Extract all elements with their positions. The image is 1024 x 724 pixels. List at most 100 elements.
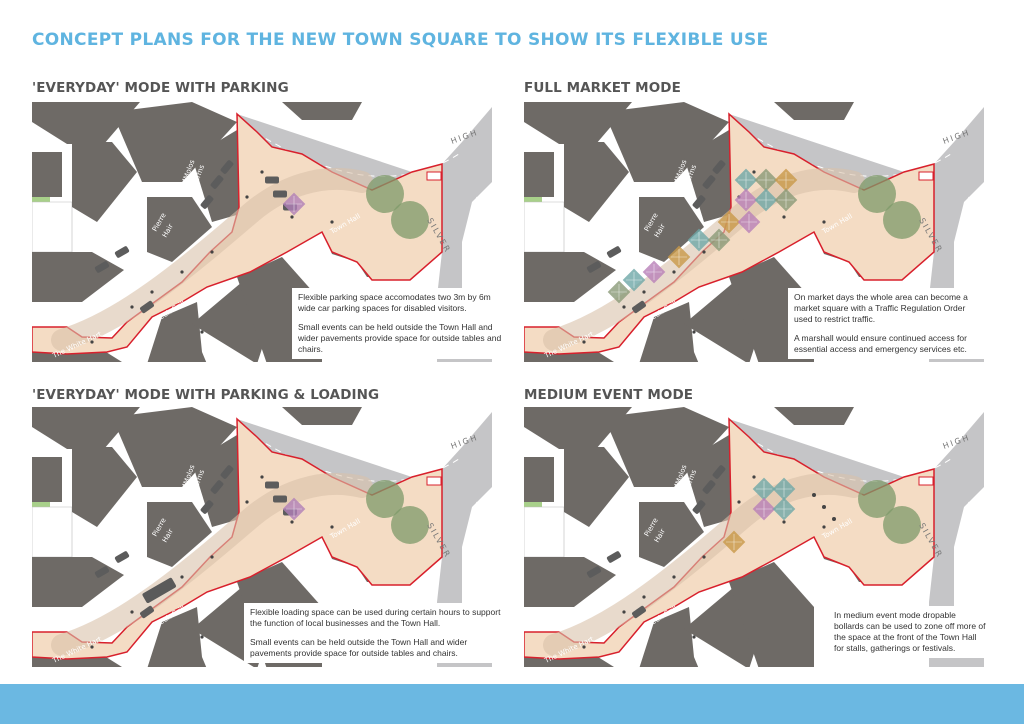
stall-ribs-5 — [778, 192, 794, 208]
car-0 — [210, 480, 224, 494]
building-3 — [112, 407, 237, 487]
white-block-0 — [32, 201, 73, 253]
road-centre-line-east — [464, 501, 478, 623]
stall-ribs-3 — [776, 501, 792, 517]
panel-heading-parking: 'EVERYDAY' MODE WITH PARKING — [32, 80, 289, 96]
building-12 — [774, 407, 854, 425]
pedestrian-1 — [180, 270, 184, 274]
pedestrian-3 — [245, 500, 249, 504]
callout-market-text-2: A marshall would ensure continued access… — [794, 333, 967, 354]
stall-ribs-0 — [756, 481, 772, 497]
callout-parking-text-2: Small events can be held outside the Tow… — [298, 322, 502, 354]
stall-ribs-1 — [758, 172, 774, 188]
pedestrian-1 — [672, 575, 676, 579]
pedestrian-2 — [210, 555, 214, 559]
stall-ribs-7 — [741, 214, 757, 230]
pedestrian-7 — [622, 305, 626, 309]
pedestrian-7 — [130, 610, 134, 614]
car-3 — [114, 551, 130, 563]
panel-heading-market: FULL MARKET MODE — [524, 80, 681, 96]
building-5 — [147, 502, 212, 567]
panel-heading-event: MEDIUM EVENT MODE — [524, 387, 694, 403]
building-12 — [774, 102, 854, 120]
building-12 — [282, 407, 362, 425]
white-block-0 — [524, 506, 565, 558]
car-bay-0 — [265, 176, 279, 184]
white-block-0 — [524, 201, 565, 253]
stall-ribs-p0 — [286, 501, 302, 517]
tree-0 — [366, 175, 404, 213]
stall-ribs-0 — [738, 172, 754, 188]
stall-ribs-6 — [721, 214, 737, 230]
building-5 — [639, 502, 704, 567]
carriageway — [51, 472, 373, 656]
car-0 — [210, 175, 224, 189]
pedestrian-6 — [330, 220, 334, 224]
pedestrian-2 — [210, 250, 214, 254]
pedestrian-5 — [782, 520, 786, 524]
tree-1 — [883, 201, 921, 239]
callout-event-text-1: In medium event mode dropable bollards c… — [834, 610, 986, 653]
building-2 — [564, 142, 629, 222]
pedestrian-2 — [702, 555, 706, 559]
pedestrian-6 — [822, 525, 826, 529]
pedestrian-5 — [782, 215, 786, 219]
stall-ribs-2 — [778, 172, 794, 188]
tree-1 — [883, 506, 921, 544]
footer-bar — [0, 684, 1024, 724]
pedestrian-9 — [200, 635, 204, 639]
callout-market: On market days the whole area can become… — [788, 288, 992, 359]
road-centre-line — [738, 126, 955, 177]
building-8 — [147, 607, 207, 667]
car-2 — [200, 500, 214, 514]
pedestrian-4 — [260, 170, 264, 174]
building-1 — [32, 457, 62, 502]
car-3 — [606, 246, 622, 258]
bollard-box — [918, 171, 934, 181]
stall-ribs-13 — [611, 284, 627, 300]
page-title: CONCEPT PLANS FOR THE NEW TOWN SQUARE TO… — [32, 30, 769, 50]
car-1 — [220, 160, 234, 174]
road-centre-line-east — [956, 196, 970, 318]
pedestrian-3 — [737, 500, 741, 504]
car-1 — [712, 465, 726, 479]
callout-event: In medium event mode dropable bollards c… — [828, 606, 992, 658]
building-5 — [147, 197, 212, 262]
carriageway — [543, 472, 865, 656]
pedestrian-7 — [622, 610, 626, 614]
car-5 — [632, 605, 646, 619]
stall-ribs-1 — [776, 481, 792, 497]
pedestrian-4 — [260, 475, 264, 479]
pedestrian-3 — [245, 195, 249, 199]
building-2 — [72, 447, 137, 527]
road-centre-line — [246, 126, 463, 177]
stall-ribs-12 — [626, 272, 642, 288]
pedestrian-8 — [90, 340, 94, 344]
car-4 — [586, 261, 602, 273]
pedestrian-5 — [290, 215, 294, 219]
building-12 — [282, 102, 362, 120]
pedestrian-9 — [200, 330, 204, 334]
car-bay-1 — [273, 495, 287, 503]
road-centre-line — [246, 431, 463, 482]
building-1 — [524, 152, 554, 197]
pedestrian-8 — [582, 340, 586, 344]
car-2 — [200, 195, 214, 209]
building-3 — [604, 407, 729, 487]
tree-0 — [366, 480, 404, 518]
stall-ribs-4 — [758, 192, 774, 208]
pedestrian-4 — [752, 475, 756, 479]
loading-vehicle — [142, 577, 176, 603]
car-5 — [632, 300, 646, 314]
pedestrian-2 — [702, 250, 706, 254]
stall-ribs-9 — [711, 232, 727, 248]
callout-loading-text-1: Flexible loading space can be used durin… — [250, 607, 501, 628]
callout-parking-text-1: Flexible parking space accomodates two 3… — [298, 292, 491, 313]
pedestrian-8 — [90, 645, 94, 649]
bollard-box — [426, 171, 442, 181]
stall-ribs-10 — [671, 249, 687, 265]
pedestrian-9 — [692, 330, 696, 334]
pedestrian-4 — [752, 170, 756, 174]
carriageway — [51, 167, 373, 351]
